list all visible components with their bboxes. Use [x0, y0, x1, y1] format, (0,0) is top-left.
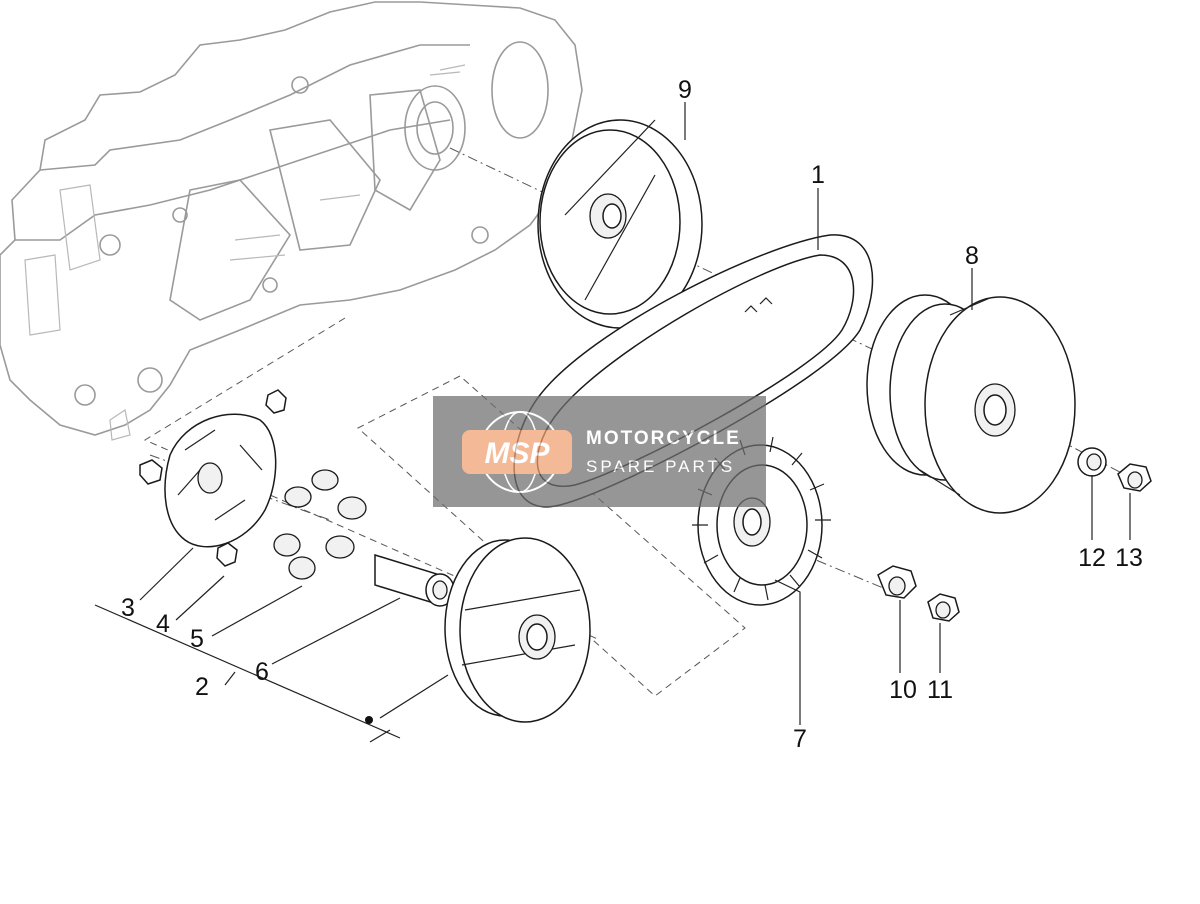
part-2-drive-pulley-half [444, 537, 591, 723]
callout-13: 13 [1115, 544, 1143, 572]
part-8-driven-pulley [866, 294, 1076, 514]
callout-2: 2 [195, 673, 209, 701]
callout-4: 4 [156, 610, 170, 638]
callout-labels: 9 1 8 3 4 5 6 2 7 10 11 12 13 [121, 76, 1143, 753]
part-3-ramp-plate [164, 413, 277, 548]
callout-12: 12 [1078, 544, 1106, 572]
leader-lines [94, 102, 1131, 743]
callout-5: 5 [190, 625, 204, 653]
callout-6: 6 [255, 658, 269, 686]
callout-10: 10 [889, 676, 917, 704]
part-6-bushing [374, 553, 455, 607]
part-4-sliders [139, 389, 287, 567]
callout-8: 8 [965, 242, 979, 270]
callout-1: 1 [811, 161, 825, 189]
watermark-logo: MSP [484, 437, 550, 470]
part-11-nut [927, 593, 960, 622]
watermark-line-1: MOTORCYCLE [586, 428, 741, 449]
callout-7: 7 [793, 725, 807, 753]
callout-3: 3 [121, 594, 135, 622]
callout-11: 11 [927, 676, 953, 704]
watermark-line-2: SPARE PARTS [586, 457, 735, 476]
crankcase-outline [0, 1, 583, 441]
logo-badge [462, 430, 572, 474]
part-12-washer [1077, 447, 1107, 477]
part-9-clutch-bell [537, 119, 703, 329]
part-10-nut [877, 565, 917, 599]
callout-9: 9 [678, 76, 692, 104]
watermark: MSP MOTORCYCLE SPARE PARTS [433, 396, 766, 507]
part-5-rollers [273, 469, 367, 580]
part-13-nut [1117, 463, 1152, 492]
